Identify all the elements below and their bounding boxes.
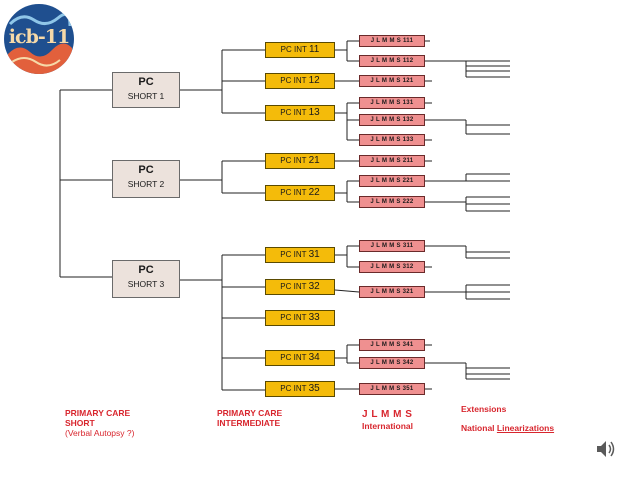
int-prefix: PC INT — [280, 76, 307, 85]
pc-int-34-box: PC INT 34 — [265, 350, 335, 366]
pc-int-31-box: PC INT 31 — [265, 247, 335, 263]
pc-short-subtitle: SHORT 1 — [127, 91, 165, 101]
jlmms-312-box: J L M M S 312 — [359, 261, 425, 273]
wave-icon — [5, 5, 73, 74]
int-number: 35 — [308, 383, 320, 394]
jlmms-112-box: J L M M S 112 — [359, 55, 425, 67]
legend-linearizations-word: Linearizations — [496, 423, 555, 433]
pc-short-1-box: PC SHORT 1 — [112, 72, 180, 108]
jlmms-351-box: J L M M S 351 — [359, 383, 425, 395]
pc-int-33-box: PC INT 33 — [265, 310, 335, 326]
int-prefix: PC INT — [280, 250, 307, 259]
legend-primary-short-line2: SHORT — [65, 418, 95, 428]
pc-int-32-box: PC INT 32 — [265, 279, 335, 295]
speaker-icon[interactable] — [594, 437, 618, 461]
pc-int-35-box: PC INT 35 — [265, 381, 335, 397]
jlmms-211-box: J L M M S 211 — [359, 155, 425, 167]
legend-jlmms: J L M M S International — [362, 409, 413, 431]
jlmms-222-box: J L M M S 222 — [359, 196, 425, 208]
int-number: 12 — [308, 75, 320, 86]
jlmms-133-box: J L M M S 133 — [359, 134, 425, 146]
int-number: 13 — [308, 107, 320, 118]
legend-intermediate-line1: PRIMARY CARE — [217, 408, 283, 418]
pc-int-21-box: PC INT 21 — [265, 153, 335, 169]
jlmms-132-box: J L M M S 132 — [359, 114, 425, 126]
jlmms-342-box: J L M M S 342 — [359, 357, 425, 369]
int-prefix: PC INT — [280, 156, 307, 165]
pc-int-11-box: PC INT 11 — [265, 42, 335, 58]
pc-short-subtitle: SHORT 3 — [127, 279, 165, 289]
pc-short-3-box: PC SHORT 3 — [112, 260, 180, 298]
legend-jlmms-line2: International — [362, 421, 414, 431]
legend-national: National Linearizations — [461, 423, 554, 433]
int-prefix: PC INT — [280, 353, 307, 362]
legend-primary-short-line1: PRIMARY CARE — [65, 408, 131, 418]
pc-short-title: PC — [138, 164, 154, 176]
legend-jlmms-line1: J L M M S — [362, 409, 413, 420]
legend-intermediate-line2: INTERMEDIATE — [217, 418, 281, 428]
int-number: 31 — [308, 249, 320, 260]
int-number: 32 — [308, 281, 320, 292]
jlmms-111-box: J L M M S 111 — [359, 35, 425, 47]
int-prefix: PC INT — [280, 108, 307, 117]
int-prefix: PC INT — [280, 313, 307, 322]
jlmms-321-box: J L M M S 321 — [359, 286, 425, 298]
legend-national-word: National — [461, 423, 495, 433]
pc-short-title: PC — [138, 264, 154, 276]
legend-primary-short-line3: (Verbal Autopsy ?) — [65, 428, 135, 438]
int-prefix: PC INT — [280, 384, 307, 393]
pc-int-22-box: PC INT 22 — [265, 185, 335, 201]
legend-intermediate: PRIMARY CARE INTERMEDIATE — [217, 408, 282, 428]
pc-short-title: PC — [138, 76, 154, 88]
int-number: 34 — [308, 352, 320, 363]
legend-extensions: Extensions — [461, 404, 507, 414]
int-number: 33 — [308, 312, 320, 323]
jlmms-221-box: J L M M S 221 — [359, 175, 425, 187]
logo-text: icb-11 — [8, 26, 70, 48]
jlmms-341-box: J L M M S 341 — [359, 339, 425, 351]
int-number: 11 — [308, 44, 320, 55]
int-prefix: PC INT — [280, 282, 307, 291]
int-number: 21 — [308, 155, 320, 166]
pc-short-2-box: PC SHORT 2 — [112, 160, 180, 198]
pc-int-12-box: PC INT 12 — [265, 73, 335, 89]
jlmms-311-box: J L M M S 311 — [359, 240, 425, 252]
int-number: 22 — [308, 187, 320, 198]
int-prefix: PC INT — [280, 45, 307, 54]
icd11-logo: icb-11 — [4, 4, 74, 74]
legend-primary-short: PRIMARY CARE SHORT (Verbal Autopsy ?) — [65, 408, 134, 438]
pc-int-13-box: PC INT 13 — [265, 105, 335, 121]
jlmms-131-box: J L M M S 131 — [359, 97, 425, 109]
pc-short-subtitle: SHORT 2 — [127, 179, 165, 189]
jlmms-121-box: J L M M S 121 — [359, 75, 425, 87]
int-prefix: PC INT — [280, 188, 307, 197]
